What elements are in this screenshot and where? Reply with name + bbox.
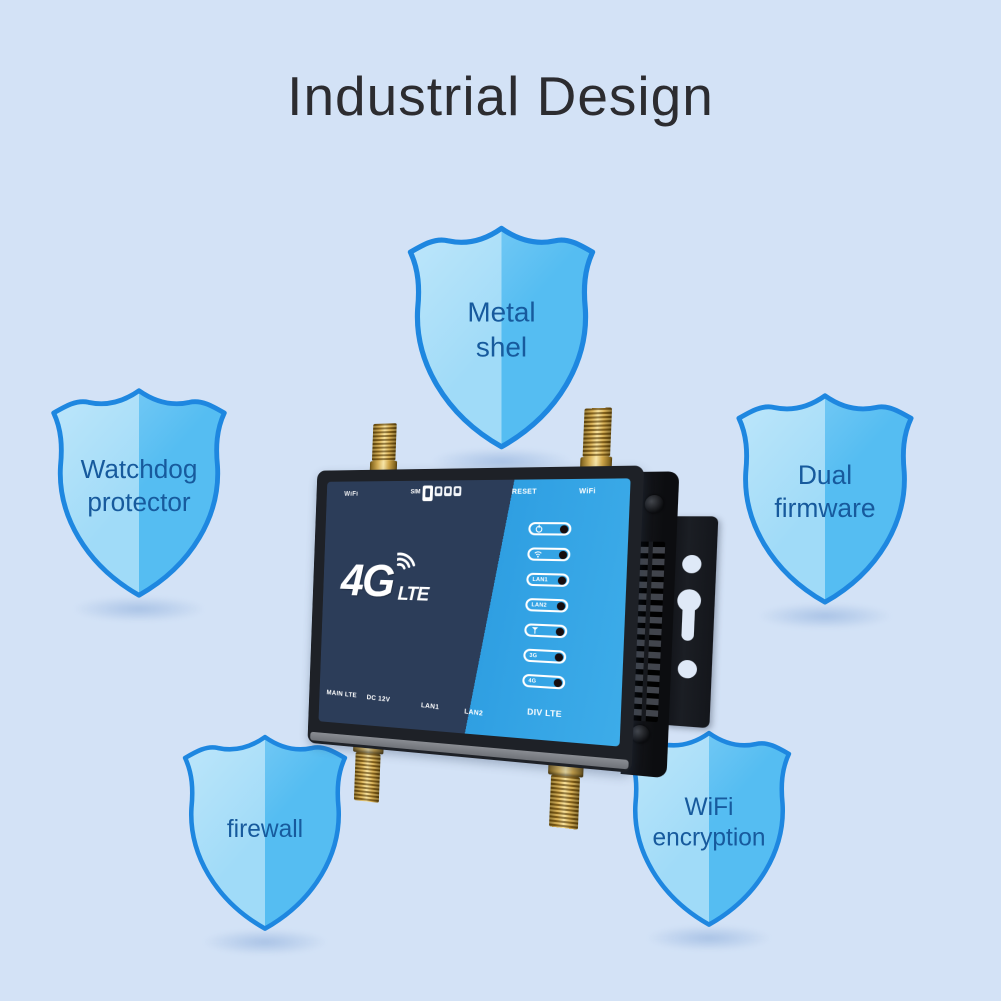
shield-label-line1: Metal [467,297,535,328]
wifi-icon [533,549,542,558]
led-power [528,522,572,536]
sim-card-icon[interactable] [421,485,433,502]
signal-waves-icon [397,547,426,573]
logo-main-text: 4G [340,554,395,607]
shield-label-line2: shel [476,332,527,363]
logo-4g-lte: 4G LTE [340,551,452,622]
led-dot [558,550,568,559]
led-dot [553,678,563,687]
led-dot [559,524,569,534]
shield-label-line1: WiFi [685,794,734,821]
led-dot [555,627,565,636]
shield-reflection [647,925,771,951]
shield-icon: Metal shel [407,225,596,450]
shield-label-line2: protector [87,487,191,517]
led-lan2: LAN2 [525,597,569,613]
antenna-barrel [549,774,581,830]
antenna-barrel [371,423,397,462]
led-3g: 3G [523,648,567,664]
label-div-lte: DIV LTE [526,706,563,720]
router-front-panel: WiFi SIM RESET WiFi 4G LT [318,478,631,747]
led-label: LAN1 [532,576,548,583]
shield-label-line1: Dual [798,460,852,490]
antenna-barrel [353,751,381,803]
led-label: LAN2 [531,601,547,609]
logo-sub-text: LTE [397,583,429,606]
shield-reflection [73,596,205,622]
shield-watchdog-protector: Watchdog protector [42,381,236,622]
led-wifi [527,547,571,562]
shield-dual-firmware: Dual firmware [727,386,923,629]
label-main-lte: MAIN LTE [326,689,358,700]
shield-label-line1: Watchdog [81,454,198,484]
shield-label-line1: firewall [227,816,303,843]
shield-icon: firewall [182,734,348,931]
shield-reflection [203,929,327,955]
sim-size-icon [434,486,443,497]
bracket-hole [677,659,698,679]
led-lan1: LAN1 [526,572,570,588]
shield-wifi-encryption: WiFi encryption [618,724,800,951]
shield-reflection [758,603,892,629]
shield-label-line2: encryption [652,825,765,852]
antenna-connector-div-lte [548,761,584,830]
label-dc-12v: DC 12V [366,694,391,704]
led-indicator-column: LAN1 LAN2 3G [522,522,572,690]
antenna-connector-wifi-right [579,407,613,471]
label-lan2: LAN2 [463,708,484,718]
antenna-icon [531,627,539,636]
led-label: 3G [529,652,538,659]
led-4g: 4G [522,673,566,690]
shield-firewall: firewall [174,728,356,955]
label-wifi-right: WiFi [578,488,596,496]
led-dot [554,652,564,662]
label-lan1: LAN1 [420,702,440,712]
router-device: WiFi SIM RESET WiFi 4G LT [297,407,727,845]
antenna-connector-wifi-left [369,423,398,474]
power-icon [534,524,543,533]
screw-icon [630,724,650,744]
sim-size-icon [453,486,462,497]
bracket-hole [681,554,702,574]
shield-icon: Watchdog protector [51,388,227,598]
label-wifi-left: WiFi [344,490,359,498]
screw-icon [644,494,664,514]
sim-slot-area: SIM [410,485,462,502]
router-front: WiFi SIM RESET WiFi 4G LT [307,465,645,773]
sim-label: SIM [410,489,421,496]
led-dot [557,575,567,585]
label-reset: RESET [511,488,537,496]
led-dot [556,601,566,611]
led-signal [524,623,568,639]
bracket-keyhole-slot [681,601,696,642]
shield-metal-shell: Metal shel [398,218,605,474]
page-title: Industrial Design [287,65,714,127]
led-label: 4G [528,677,537,685]
antenna-barrel [582,407,613,458]
shield-icon: WiFi encryption [626,730,792,927]
sim-size-icon [443,486,452,497]
shield-icon: Dual firmware [736,393,914,605]
shield-label-line2: firmware [774,493,875,523]
